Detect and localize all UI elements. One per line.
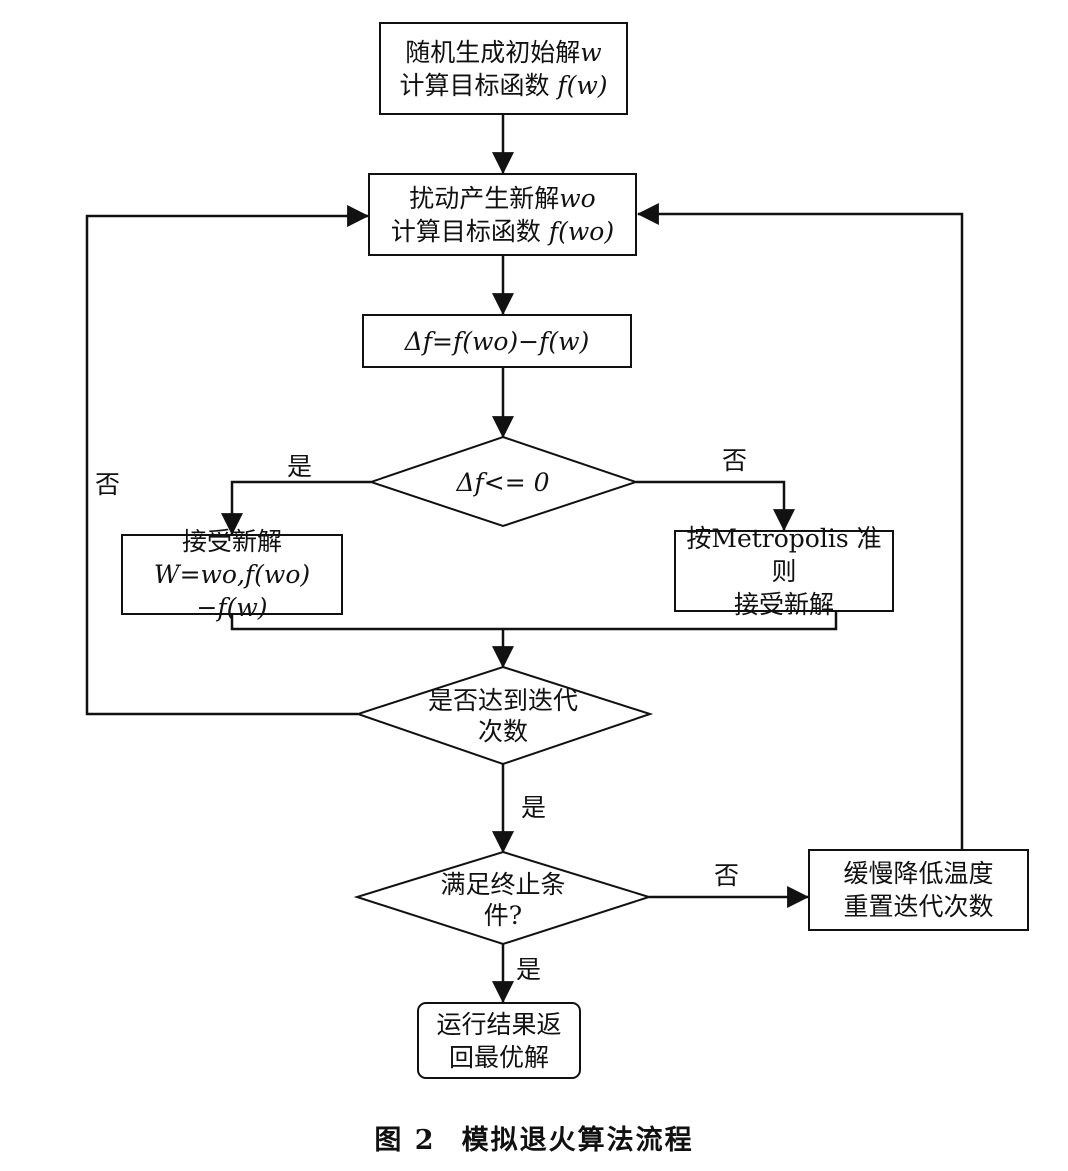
edge-cooling-loop xyxy=(636,203,964,849)
metropolis-line1: 按Metropolis 准则 xyxy=(686,523,882,586)
perturb-line1: 扰动产生新解 xyxy=(409,183,560,213)
result-line1: 运行结果返 xyxy=(436,1009,562,1039)
decision-iter-diamond xyxy=(354,665,654,766)
edge-merge xyxy=(230,612,838,631)
init-line1: 随机生成初始解 xyxy=(405,37,581,67)
label-no-delta: 否 xyxy=(722,446,748,475)
decision-delta-text: Δf<= 0 xyxy=(456,467,550,497)
figure-number: 图 2 xyxy=(374,1125,436,1156)
cooling-line1: 缓慢降低温度 xyxy=(843,859,994,888)
accept-line1: 接受新解 xyxy=(181,527,282,556)
label-no-stop: 否 xyxy=(714,861,740,890)
cooling-line2: 重置迭代次数 xyxy=(843,892,994,921)
edge-iter-no-loop xyxy=(85,205,370,716)
decision-stop-text: 满足终止条 件? xyxy=(440,870,566,930)
result-line2: 回最优解 xyxy=(448,1042,549,1072)
edge-check-no-to-metropolis xyxy=(636,480,795,532)
delta-box: Δf=f(wo)−f(w) xyxy=(362,314,632,368)
label-yes-delta: 是 xyxy=(287,452,313,481)
init-box: 随机生成初始解w 计算目标函数 f(w) xyxy=(379,22,628,115)
init-line2: 计算目标函数 xyxy=(399,70,558,100)
delta-formula: Δf=f(wo)−f(w) xyxy=(404,326,590,356)
edge-check-yes-to-accept xyxy=(221,480,371,536)
perturb-expr: f(wo) xyxy=(548,216,615,246)
cooling-box: 缓慢降低温度 重置迭代次数 xyxy=(808,849,1029,931)
decision-stop-diamond xyxy=(353,850,653,946)
perturb-var: wo xyxy=(559,183,596,213)
perturb-line2: 计算目标函数 xyxy=(390,216,549,246)
perturb-box: 扰动产生新解wo 计算目标函数 f(wo) xyxy=(368,173,637,256)
label-yes-iter: 是 xyxy=(521,793,547,822)
accept-box: 接受新解 W=wo,f(wo)−f(w) xyxy=(121,527,343,622)
decision-iter-text: 是否达到迭代 次数 xyxy=(427,686,578,746)
decision-delta-diamond xyxy=(367,435,640,528)
figure-title: 模拟退火算法流程 xyxy=(461,1125,694,1156)
figure-caption: 图 2 模拟退火算法流程 xyxy=(0,1118,1068,1157)
label-no-iter: 否 xyxy=(95,470,121,499)
result-box: 运行结果返 回最优解 xyxy=(417,1002,581,1079)
label-yes-stop: 是 xyxy=(516,955,542,984)
init-var: w xyxy=(580,37,602,67)
accept-line2: W=wo,f(wo)−f(w) xyxy=(153,560,311,622)
init-expr: f(w) xyxy=(557,70,608,100)
metropolis-box: 按Metropolis 准则 接受新解 xyxy=(674,524,894,619)
metropolis-line2: 接受新解 xyxy=(733,589,834,619)
